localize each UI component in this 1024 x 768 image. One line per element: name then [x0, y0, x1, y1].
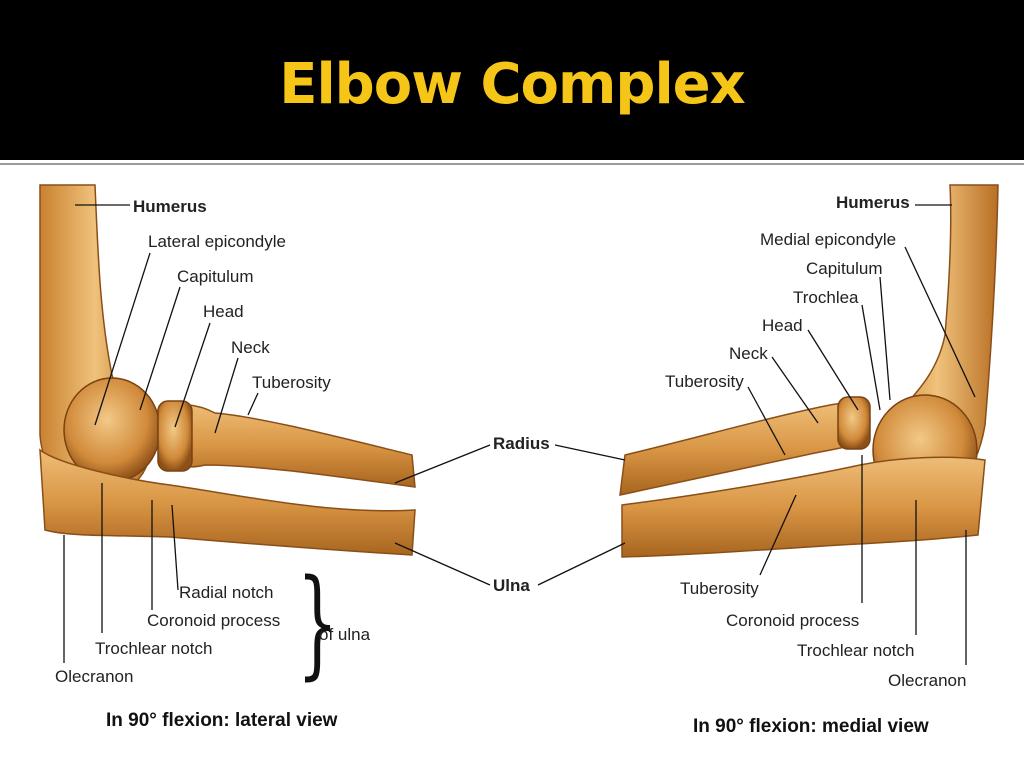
label-medial-epicondyle: Medial epicondyle: [760, 230, 897, 249]
brace-ulna-group: }: [296, 553, 339, 691]
leader-radial-notch: [171, 504, 179, 591]
caption-medial-view: In 90° flexion: medial view: [693, 716, 929, 737]
leader-radius-right: [554, 444, 626, 461]
leader-tuberosity-lat: [247, 392, 259, 416]
label-neck-medial: Neck: [729, 344, 768, 363]
medial-ulna: [621, 456, 986, 558]
label-lateral-epicondyle: Lateral epicondyle: [148, 232, 286, 251]
leader-capitulum-lat: [139, 286, 181, 411]
lateral-leader-lines: [63, 204, 491, 663]
label-trochlear-notch-medial: Trochlear notch: [797, 641, 915, 660]
leader-capitulum-med: [879, 276, 891, 401]
leader-head-med: [807, 329, 859, 411]
label-radial-notch: Radial notch: [179, 583, 274, 602]
slide-title: Elbow Complex: [279, 52, 746, 117]
lateral-ulna: [39, 448, 416, 556]
leader-ulna-right: [537, 542, 626, 586]
label-tuberosity-ulna-medial: Tuberosity: [680, 579, 759, 598]
label-head-lateral: Head: [203, 302, 244, 321]
label-olecranon-lateral: Olecranon: [55, 667, 134, 686]
label-tuberosity-lateral: Tuberosity: [252, 373, 331, 392]
label-tuberosity-radius-medial: Tuberosity: [665, 372, 744, 391]
label-coronoid-process-medial: Coronoid process: [726, 611, 860, 630]
medial-view-bones: [619, 184, 999, 558]
leader-neck-lat: [214, 357, 239, 434]
label-trochlea: Trochlea: [793, 288, 859, 307]
leader-tuberosity-radius-med: [747, 386, 786, 456]
caption-lateral-view: In 90° flexion: lateral view: [106, 710, 338, 731]
leader-head-lat: [174, 322, 211, 428]
label-capitulum-medial: Capitulum: [806, 259, 883, 278]
label-ulna: Ulna: [493, 576, 530, 595]
lateral-radius: [157, 403, 416, 488]
leader-trochlea: [861, 304, 881, 411]
leader-radius-left: [394, 444, 491, 484]
label-head-medial: Head: [762, 316, 803, 335]
label-trochlear-notch-lateral: Trochlear notch: [95, 639, 213, 658]
label-coronoid-process-lateral: Coronoid process: [147, 611, 281, 630]
lateral-view-bones: [39, 184, 416, 556]
label-humerus-lateral: Humerus: [133, 197, 207, 216]
leader-medial-epicondyle: [904, 246, 976, 398]
elbow-illustration: Humerus Lateral epicondyle Capitulum Hea…: [0, 165, 1024, 768]
label-humerus-medial: Humerus: [836, 193, 910, 212]
label-radius: Radius: [493, 434, 550, 453]
leader-ulna-left: [394, 542, 491, 586]
title-divider: [0, 160, 1024, 163]
title-divider-shadow: [0, 163, 1024, 165]
leader-lateral-epicondyle: [94, 252, 151, 426]
label-neck-lateral: Neck: [231, 338, 270, 357]
medial-radial-head: [837, 396, 871, 450]
lateral-radial-head: [157, 400, 193, 472]
leader-neck-med: [771, 356, 819, 424]
label-capitulum-lateral: Capitulum: [177, 267, 254, 286]
label-olecranon-medial: Olecranon: [888, 671, 967, 690]
medial-leader-lines: [537, 204, 976, 665]
label-of-ulna: of ulna: [319, 625, 371, 644]
title-bar: Elbow Complex: [0, 0, 1024, 160]
bone-drawing: [39, 184, 999, 665]
leader-tuberosity-ulna-med: [759, 494, 797, 576]
